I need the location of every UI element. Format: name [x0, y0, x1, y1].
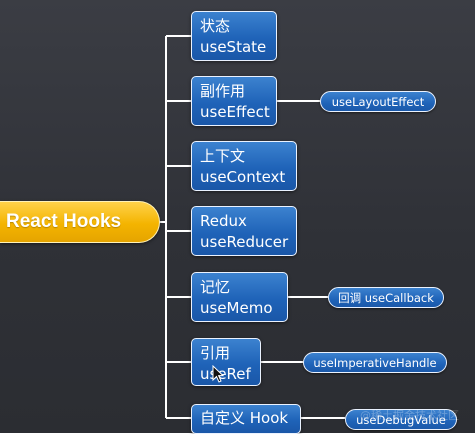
- pill-label: useImperativeHandle: [313, 355, 437, 370]
- node-cn-label: 自定义 Hook: [200, 409, 289, 427]
- node-cn-label: 上下文: [200, 147, 246, 165]
- pill-use-imperative-handle: useImperativeHandle: [303, 352, 447, 373]
- pill-use-callback: 回调 useCallback: [328, 287, 444, 308]
- root-label: React Hooks: [6, 211, 122, 232]
- node-cn-label: Redux: [200, 212, 247, 230]
- node-en-label: useMemo: [200, 299, 273, 317]
- pill-use-layout-effect: useLayoutEffect: [320, 91, 436, 112]
- watermark-text: @稀土掘金技术社区: [360, 409, 459, 422]
- node-cn-label: 状态: [200, 17, 231, 35]
- node-custom-hook: 自定义 Hook: [191, 404, 301, 434]
- node-cn-label: 记忆: [200, 278, 231, 296]
- node-en-label: useContext: [200, 168, 286, 186]
- node-use-state: 状态 useState: [191, 11, 277, 61]
- node-use-ref: 引用 useRef: [191, 338, 261, 386]
- node-use-reducer: Redux useReducer: [191, 206, 297, 256]
- pill-label: 回调 useCallback: [338, 290, 434, 305]
- node-cn-label: 引用: [200, 344, 231, 362]
- node-cn-label: 副作用: [200, 82, 246, 100]
- node-use-effect: 副作用 useEffect: [191, 76, 277, 126]
- root-node-react-hooks: React Hooks: [0, 201, 160, 243]
- node-en-label: useRef: [200, 365, 251, 383]
- pill-label: useDebugValue: [356, 412, 446, 427]
- pill-label: useLayoutEffect: [331, 94, 425, 109]
- node-en-label: useReducer: [200, 233, 289, 251]
- spine-line: [160, 36, 167, 418]
- mouse-pointer-icon: [212, 365, 224, 383]
- node-en-label: useState: [200, 38, 267, 56]
- node-use-context: 上下文 useContext: [191, 141, 297, 191]
- node-use-memo: 记忆 useMemo: [191, 272, 288, 322]
- pill-use-debug-value: useDebugValue: [345, 409, 457, 430]
- node-en-label: useEffect: [200, 103, 270, 121]
